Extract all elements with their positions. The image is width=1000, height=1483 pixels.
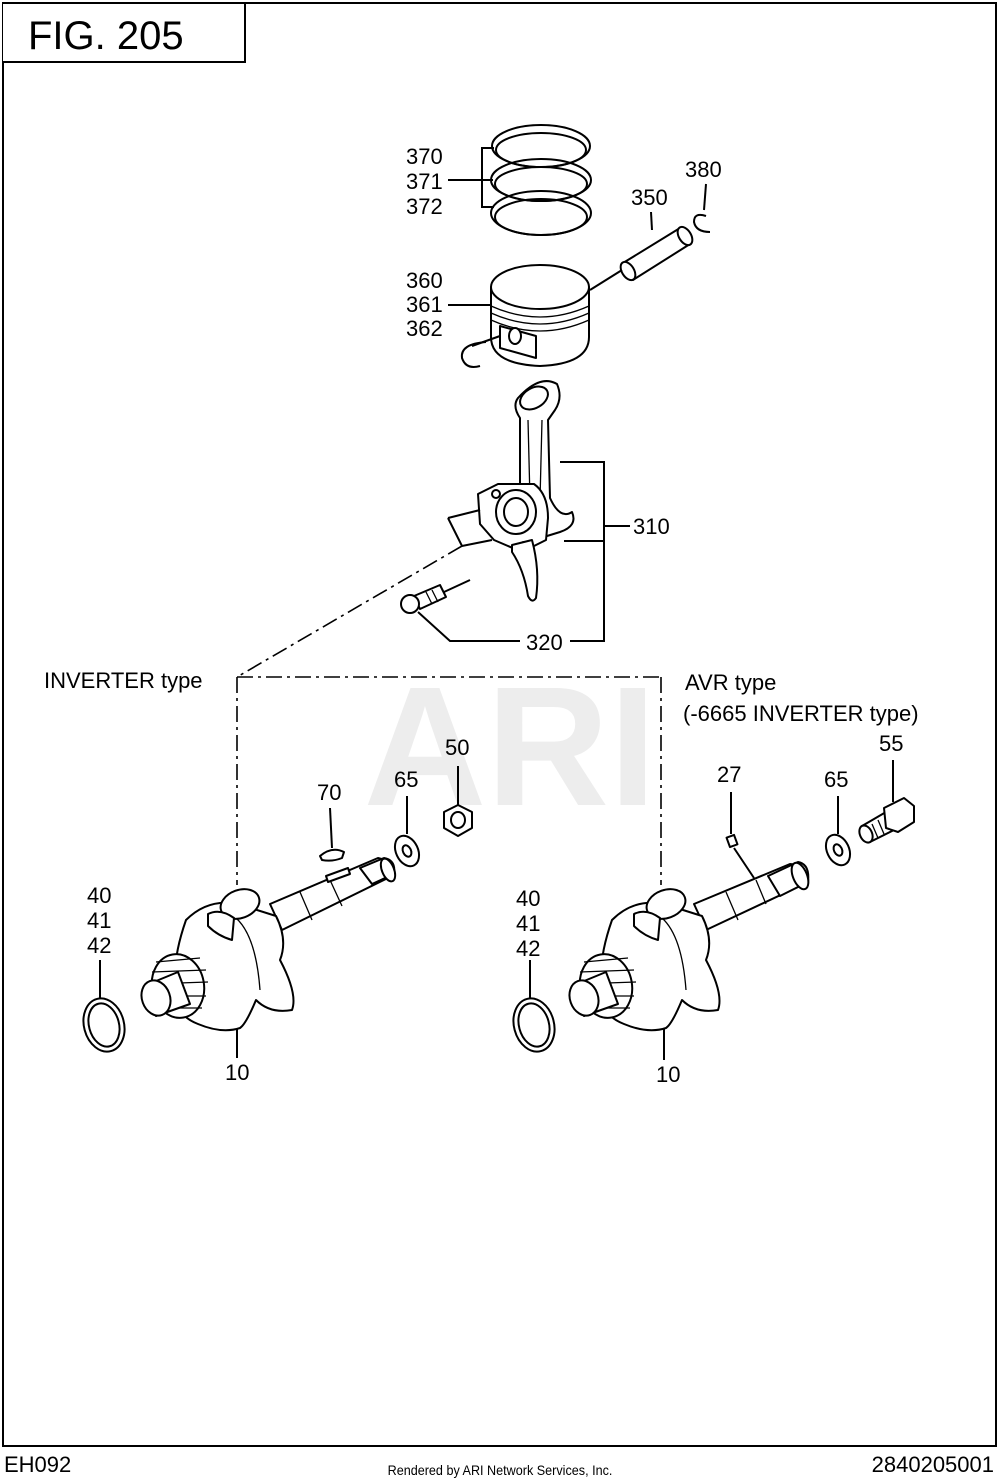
clip-leader	[471, 335, 501, 347]
washer-65-left	[393, 834, 421, 868]
callout-370: 370	[406, 144, 443, 169]
key70-leader	[329, 807, 333, 849]
callout-350: 350	[631, 185, 668, 210]
washer-65-right	[824, 833, 852, 867]
footer-left-code: EH092	[4, 1452, 72, 1477]
inverter-type-label: INVERTER type	[44, 668, 203, 693]
pin-axis-line	[589, 269, 623, 291]
callout-10-right: 10	[656, 1062, 680, 1087]
footer-right-code: 2840205001	[871, 1452, 994, 1477]
crankshaft-right	[568, 861, 810, 1032]
bolt-leader-b	[570, 541, 605, 642]
callout-41-left: 41	[87, 908, 111, 933]
callout-380: 380	[685, 157, 722, 182]
avr-type-label: AVR type	[685, 670, 776, 695]
callout-70: 70	[317, 780, 341, 805]
callout-372: 372	[406, 194, 443, 219]
figure-title: FIG. 205	[28, 14, 184, 58]
piston-clip-right	[692, 213, 711, 233]
callout-40-right: 40	[516, 886, 540, 911]
avr-type-sublabel: (-6665 INVERTER type)	[683, 701, 919, 726]
callout-41-right: 41	[516, 911, 540, 936]
callout-65-left: 65	[394, 767, 418, 792]
nut-50	[443, 804, 473, 837]
dashdot-to-crank	[236, 545, 463, 678]
rod-bracket-top	[447, 509, 481, 519]
callout-42-right: 42	[516, 936, 540, 961]
figure-title-box: FIG. 205	[3, 2, 246, 63]
pin27-leader-b	[733, 847, 755, 879]
bolt-leader-a	[417, 611, 520, 642]
watermark: ARI	[364, 652, 657, 842]
callout-10-left: 10	[225, 1060, 249, 1085]
callout-50: 50	[445, 735, 469, 760]
bolt-axis-line	[443, 579, 471, 593]
piston	[490, 264, 590, 367]
piston-rings	[490, 124, 592, 236]
callout-320: 320	[526, 630, 563, 655]
footer-credit: Rendered by ARI Network Services, Inc.	[387, 1462, 613, 1478]
callout-362: 362	[406, 316, 443, 341]
diagram-frame	[2, 2, 997, 1447]
rings-leader	[448, 147, 494, 208]
callout-361: 361	[406, 292, 443, 317]
callout-40-left: 40	[87, 883, 111, 908]
callout-42-left: 42	[87, 933, 111, 958]
callout-27: 27	[717, 762, 741, 787]
callout-65-right: 65	[824, 767, 848, 792]
piston-pin	[619, 225, 694, 282]
callout-310: 310	[633, 514, 670, 539]
rod-bolt	[400, 584, 447, 614]
pin-leader	[650, 211, 653, 231]
callout-371: 371	[406, 169, 443, 194]
clip380-leader	[703, 183, 707, 211]
oring-left	[82, 997, 126, 1053]
rod-leader	[560, 461, 630, 542]
pin-27	[725, 833, 739, 849]
crankshaft-left	[140, 857, 397, 1032]
oring-right	[512, 997, 556, 1053]
key-70	[319, 848, 345, 862]
connecting-rod	[477, 380, 575, 602]
callout-55: 55	[879, 731, 903, 756]
plug-55	[858, 797, 915, 844]
callout-360: 360	[406, 268, 443, 293]
piston-clip-left	[460, 341, 487, 368]
